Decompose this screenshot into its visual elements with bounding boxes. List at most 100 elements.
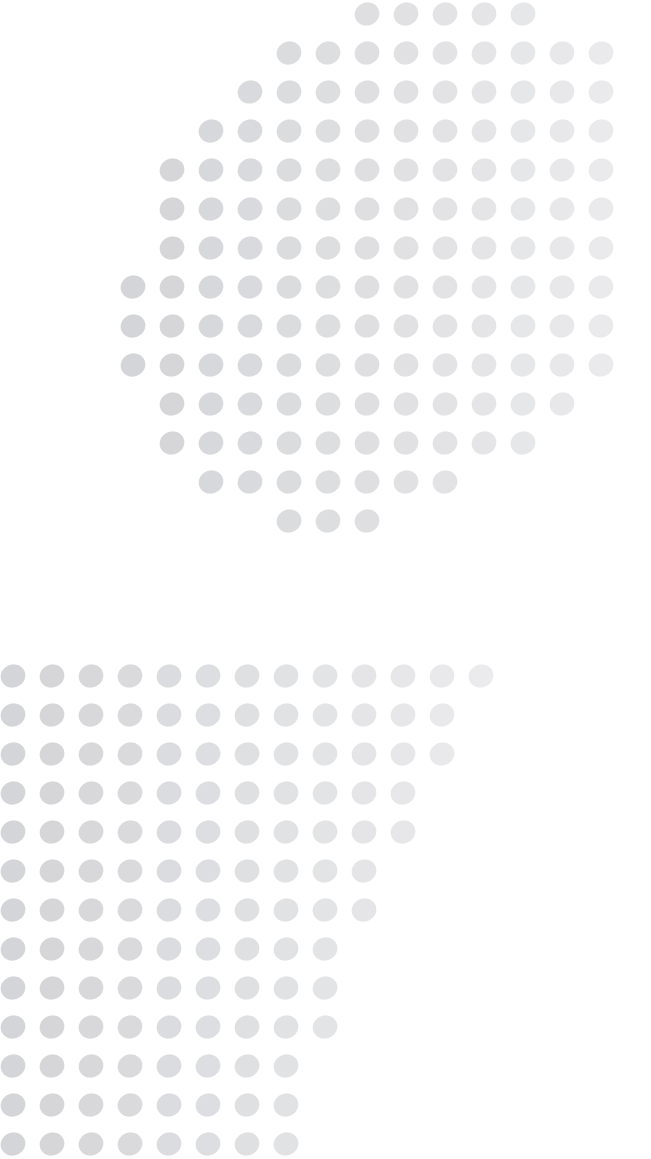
dot bbox=[117, 1132, 143, 1156]
dot bbox=[354, 80, 380, 104]
dot bbox=[39, 937, 65, 961]
dot bbox=[312, 703, 338, 727]
dot bbox=[156, 976, 182, 1000]
dot bbox=[393, 314, 419, 338]
dot bbox=[354, 197, 380, 221]
dot bbox=[315, 158, 341, 182]
dot bbox=[315, 392, 341, 416]
dot bbox=[120, 275, 146, 299]
dot bbox=[471, 314, 497, 338]
dot bbox=[78, 1093, 104, 1117]
dot bbox=[159, 158, 185, 182]
dot bbox=[198, 314, 224, 338]
dot bbox=[39, 859, 65, 883]
dot bbox=[234, 1132, 260, 1156]
dot bbox=[0, 859, 26, 883]
dot bbox=[312, 781, 338, 805]
dot bbox=[39, 664, 65, 688]
dot bbox=[0, 1054, 26, 1078]
dot bbox=[0, 976, 26, 1000]
dot bbox=[159, 353, 185, 377]
dot bbox=[351, 781, 377, 805]
dot bbox=[78, 859, 104, 883]
dot bbox=[588, 158, 614, 182]
dot bbox=[276, 353, 302, 377]
dot bbox=[234, 1054, 260, 1078]
dot bbox=[471, 431, 497, 455]
dot bbox=[510, 197, 536, 221]
dot bbox=[471, 158, 497, 182]
dot bbox=[393, 197, 419, 221]
dot bbox=[0, 664, 26, 688]
dot bbox=[237, 197, 263, 221]
dot bbox=[354, 509, 380, 533]
dot bbox=[237, 275, 263, 299]
dot bbox=[273, 1015, 299, 1039]
dot bbox=[39, 820, 65, 844]
dot bbox=[549, 353, 575, 377]
dot bbox=[195, 664, 221, 688]
dot bbox=[468, 664, 494, 688]
dot bbox=[198, 119, 224, 143]
dot bbox=[117, 898, 143, 922]
dot bbox=[195, 1093, 221, 1117]
dot bbox=[315, 80, 341, 104]
dot bbox=[117, 820, 143, 844]
dot bbox=[0, 1015, 26, 1039]
dot bbox=[273, 1132, 299, 1156]
dot bbox=[393, 2, 419, 26]
dot bbox=[390, 820, 416, 844]
dot bbox=[393, 470, 419, 494]
dot bbox=[549, 236, 575, 260]
dot bbox=[234, 937, 260, 961]
dot bbox=[432, 41, 458, 65]
dot bbox=[549, 41, 575, 65]
dot bbox=[0, 781, 26, 805]
dot bbox=[432, 236, 458, 260]
dot bbox=[195, 976, 221, 1000]
dot bbox=[315, 236, 341, 260]
dot bbox=[351, 859, 377, 883]
dot bbox=[78, 1054, 104, 1078]
dot bbox=[273, 703, 299, 727]
dot bbox=[156, 1015, 182, 1039]
dot bbox=[471, 275, 497, 299]
dot bbox=[354, 353, 380, 377]
dot bbox=[198, 275, 224, 299]
dot bbox=[549, 392, 575, 416]
dot bbox=[390, 703, 416, 727]
dot bbox=[273, 937, 299, 961]
dot bbox=[510, 119, 536, 143]
dot bbox=[195, 1015, 221, 1039]
dot bbox=[393, 80, 419, 104]
dot bbox=[237, 119, 263, 143]
dot bbox=[39, 1093, 65, 1117]
dot bbox=[237, 392, 263, 416]
dot bbox=[588, 236, 614, 260]
dot bbox=[432, 197, 458, 221]
dot bbox=[588, 353, 614, 377]
dot bbox=[159, 236, 185, 260]
dot bbox=[549, 275, 575, 299]
dot bbox=[78, 781, 104, 805]
dot bbox=[588, 197, 614, 221]
dot bbox=[234, 859, 260, 883]
dot bbox=[195, 820, 221, 844]
dot bbox=[39, 742, 65, 766]
dot bbox=[156, 937, 182, 961]
dot bbox=[156, 859, 182, 883]
dot bbox=[156, 820, 182, 844]
dot bbox=[315, 431, 341, 455]
dot bbox=[78, 937, 104, 961]
dot bbox=[117, 781, 143, 805]
dot bbox=[156, 1054, 182, 1078]
dot bbox=[312, 820, 338, 844]
dot bbox=[315, 41, 341, 65]
dot bbox=[432, 470, 458, 494]
dot bbox=[39, 703, 65, 727]
dot bbox=[39, 1132, 65, 1156]
dot bbox=[471, 2, 497, 26]
dot bbox=[432, 2, 458, 26]
dot bbox=[39, 781, 65, 805]
